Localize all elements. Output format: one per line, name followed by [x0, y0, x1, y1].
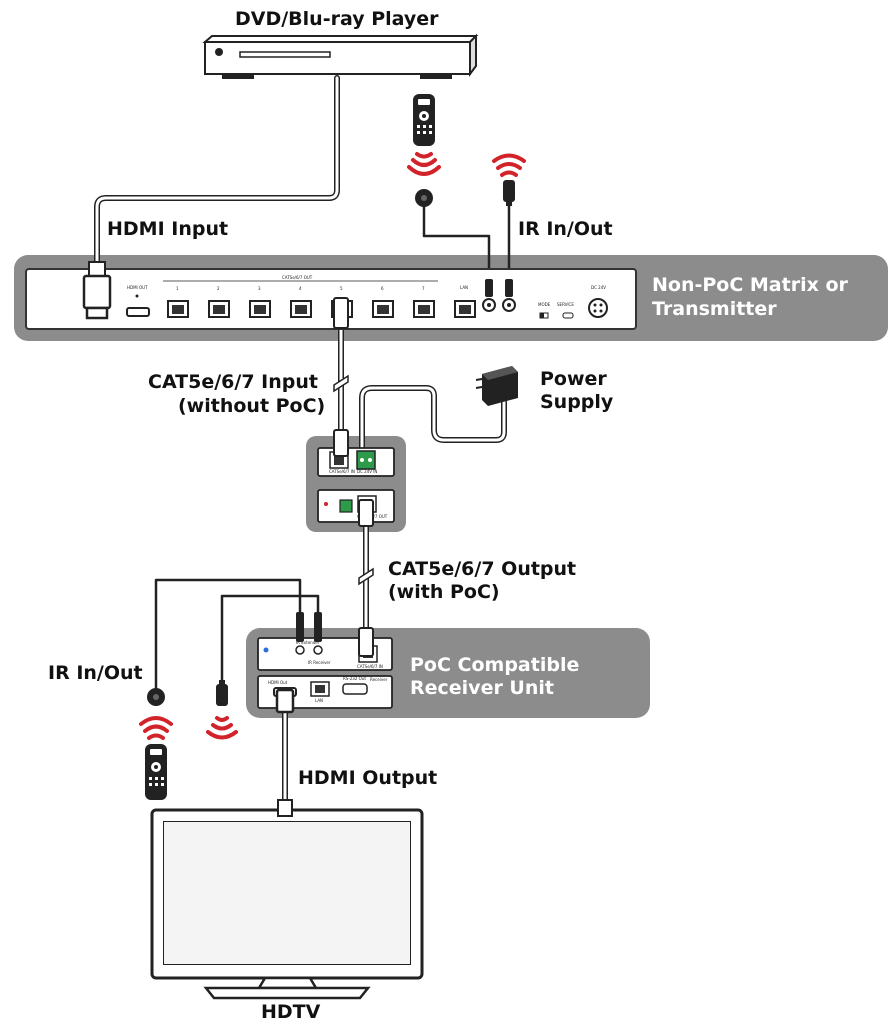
cat-out-ports: 1 2 3 4 5 6 7: [167, 286, 435, 318]
panel-label-service: SERVICE: [557, 302, 574, 307]
label-cat-input-line2: (without PoC): [178, 395, 325, 417]
cat-out-port-label: 3: [258, 286, 261, 291]
panel-label-lan: LAN: [460, 285, 468, 290]
receiver-label-cat-in: CATSe/6/7 IN: [357, 664, 383, 669]
cat-out-port-label: 5: [340, 286, 343, 291]
dc-terminal-icon: [356, 450, 376, 470]
cat-out-port-label: 2: [217, 286, 220, 291]
ir-receiver-cable-top: [422, 203, 491, 282]
label-power-line2: Supply: [540, 391, 614, 413]
receiver-label-hdmi-out: HDMI Out: [268, 680, 288, 685]
ir-emitter-icon-top: [503, 180, 515, 206]
remote-control-icon: [413, 94, 435, 146]
ir-emitter-cable-bottom: [220, 594, 320, 690]
receiver-label-lan: LAN: [315, 698, 323, 703]
ir-receiver-cable-bottom: [154, 578, 302, 692]
lan-port: [454, 300, 476, 318]
ir-receiver-eye-icon-top: [415, 189, 433, 207]
receiver-label-ir-receiver: IR Receiver: [308, 660, 331, 665]
cat-out-port-7: 7: [413, 286, 435, 318]
power-adapter-icon: [475, 366, 518, 406]
dc-power-jack: [588, 298, 608, 318]
cat-out-port-label: 1: [176, 286, 179, 291]
cat-out-port-label: 6: [381, 286, 384, 291]
cable-break-marks: [333, 374, 374, 586]
cat-out-port-3: 3: [249, 286, 271, 318]
hdmi-out-port: [126, 307, 150, 317]
label-hdmi-input: HDMI Input: [107, 218, 228, 240]
receiver-label-receiver: Receiver: [370, 677, 388, 682]
power-button-icon: [215, 48, 223, 56]
panel-label-hdmi-out: HDMI OUT: [127, 285, 148, 290]
ir-signal-icon-top-left: [407, 152, 441, 176]
receiver-device: IR Extender IR Receiver CATSe/6/7 IN HDM…: [257, 612, 393, 714]
injector-label-cat-in: CATSe/6/7 IN: [329, 469, 355, 474]
cat-out-port-label: 7: [422, 286, 425, 291]
hdmi-input-plug-icon: [82, 261, 112, 320]
label-matrix-line1: Non-PoC Matrix or: [652, 274, 849, 296]
remote-control-icon-bottom: [145, 744, 167, 800]
cat-out-port-6: 6: [372, 286, 394, 318]
label-dvd-player: DVD/Blu-ray Player: [235, 8, 439, 30]
cat-out-port-4: 4: [290, 286, 312, 318]
label-receiver-line2: Receiver Unit: [410, 677, 554, 699]
ir-signal-icon-top-right: [492, 153, 526, 177]
label-ir-in-out-bottom: IR In/Out: [48, 662, 143, 684]
hdtv-icon: [150, 799, 424, 1000]
label-receiver-line1: PoC Compatible: [410, 654, 579, 676]
ir-emitter-icon-bottom: [216, 680, 228, 706]
ir-signal-icon-bottom-right: [206, 716, 238, 740]
label-ir-in-out-top: IR In/Out: [518, 218, 613, 240]
panel-label-cat-out: CATSe/6/7 OUT: [282, 275, 313, 280]
panel-label-mode: MODE: [538, 302, 551, 307]
receiver-label-ir-extender: IR Extender: [296, 640, 320, 645]
label-cat-output-line1: CAT5e/6/7 Output: [388, 558, 576, 580]
label-cat-input-line1: CAT5e/6/7 Input: [148, 371, 318, 393]
poc-injector-device: CATSe/6/7 IN DC 24V IN CATSe/6/7 OUT: [317, 429, 395, 527]
receiver-label-rs232: RS-232 Out: [343, 676, 366, 681]
cat-out-port-label: 4: [299, 286, 302, 291]
label-hdtv: HDTV: [261, 1001, 321, 1023]
label-matrix-line2: Transmitter: [652, 298, 777, 320]
panel-label-dc: DC 24V: [591, 285, 606, 290]
ir-receiver-eye-icon-bottom: [147, 688, 165, 706]
label-hdmi-output: HDMI Output: [298, 767, 437, 789]
injector-label-dc-in: DC 24V IN: [357, 469, 377, 474]
ir-signal-icon-bottom-left: [139, 716, 173, 740]
dvd-player: [202, 33, 479, 79]
cat-out-port-1: 1: [167, 286, 189, 318]
cat-out-port-2: 2: [208, 286, 230, 318]
label-cat-output-line2: (with PoC): [388, 581, 500, 603]
label-power-line1: Power: [540, 368, 607, 390]
